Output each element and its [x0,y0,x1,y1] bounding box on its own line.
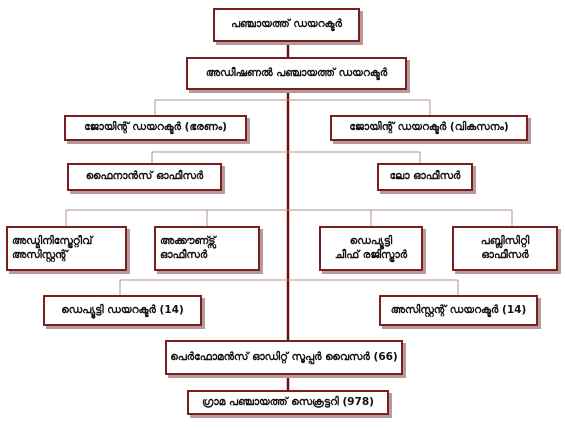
node-finance-officer: ഫൈനാൻസ് ഓഫീസർ [67,163,222,191]
node-accounts-officer-line2: ഓഫീസർ [160,248,208,261]
node-deputy-director: ഡെപ്യൂട്ടി ഡയറക്ടർ (14) [43,295,202,326]
node-admin-assistant: അഡ്മിനിസ്ട്രേറ്റീവ് അസിസ്റ്റന്റ് [6,226,127,271]
node-publicity-officer-line1: പബ്ലിസിറ്റി [480,235,530,248]
node-gram-panchayat-secretary: ഗ്രാമ പഞ്ചായത്ത് സെക്രട്ടറി (978) [187,390,389,415]
node-admin-assistant-line2: അസിസ്റ്റന്റ് [12,248,68,261]
node-assistant-director: അസിസ്റ്റന്റ് ഡയറക്ടർ (14) [379,295,538,326]
node-law-officer: ലോ ഓഫീസർ [377,163,473,191]
node-performance-audit-supervisor: പെർഫോമൻസ് ഓഡിറ്റ് സൂപ്പർ വൈസർ (66) [165,340,403,375]
node-deputy-chief-registrar-line1: ഡെപ്യൂട്ടി [349,235,393,248]
node-deputy-chief-registrar: ഡെപ്യൂട്ടി ചീഫ് രജിസ്ട്രാർ [319,226,423,271]
node-publicity-officer: പബ്ലിസിറ്റി ഓഫീസർ [452,226,558,271]
node-admin-assistant-line1: അഡ്മിനിസ്ട്രേറ്റീവ് [12,235,93,248]
node-joint-director-dev: ജോയിന്റ് ഡയറക്ടർ (വികസനം) [330,115,528,141]
node-accounts-officer-line1: അക്കൗണ്ട്സ് [160,235,216,248]
node-deputy-chief-registrar-line2: ചീഫ് രജിസ്ട്രാർ [334,248,408,261]
node-accounts-officer: അക്കൗണ്ട്സ് ഓഫീസർ [154,226,260,271]
node-publicity-officer-line2: ഓഫീസർ [481,248,529,261]
node-joint-director-admin: ജോയിന്റ് ഡയറക്ടർ (ഭരണം) [64,115,247,141]
node-additional-director: അഡീഷണൽ പഞ്ചായത്ത് ഡയറക്ടർ [186,57,407,90]
node-director: പഞ്ചായത്ത് ഡയറക്ടർ [213,8,360,42]
